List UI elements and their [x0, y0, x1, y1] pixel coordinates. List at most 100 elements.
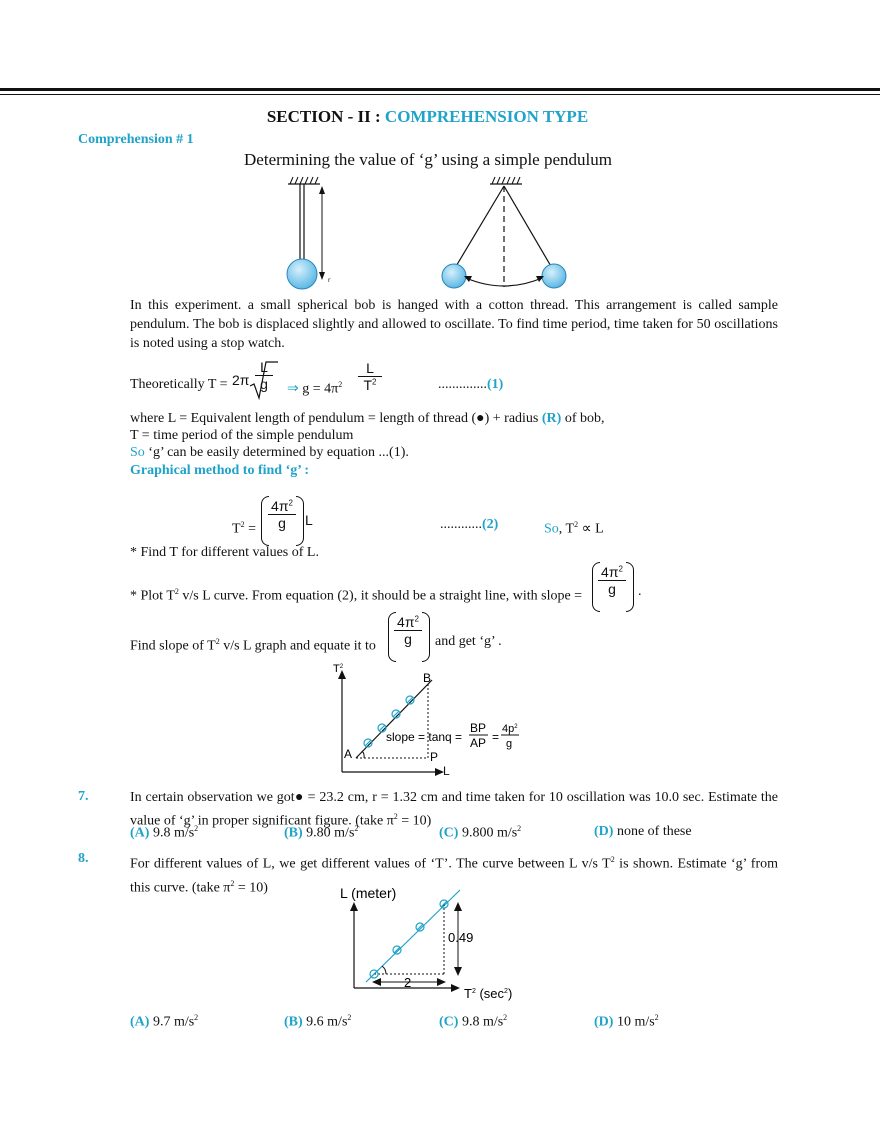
q7-text: In certain observation we got● = 23.2 cm… [130, 788, 778, 831]
where-a: where L = Equivalent length of pendulum … [130, 411, 477, 426]
eq1-pi-sq: 2 [338, 380, 343, 389]
eq2-T-sq: 2 [240, 520, 245, 529]
eq1-prefix: Theoretically T = [130, 377, 228, 392]
eq2-paren-right [296, 496, 304, 546]
g1-point-P: P [430, 750, 438, 764]
bullet-find-T: * Find T for different values of L. [130, 545, 319, 560]
g2-y-label: L (meter) [340, 885, 396, 901]
eq1-frac-L-over-T2: L T2 [358, 360, 382, 393]
top-rule-thick [0, 88, 880, 91]
right-bob-right [541, 263, 567, 289]
section-prefix: SECTION - II : [266, 107, 385, 126]
eq1-frac-den: g [255, 375, 273, 392]
q8-option-c[interactable]: (C) 9.8 m/s2 [439, 1013, 507, 1031]
slope-num-sq: 2 [618, 564, 623, 574]
q8-opt-d-val: 10 m/s [616, 1014, 655, 1030]
find-slope-sq: 2 [215, 637, 220, 646]
eq2-T: T [232, 521, 241, 537]
q7-option-c[interactable]: (C) 9.800 m/s2 [439, 824, 521, 842]
equate-paren-right [422, 612, 430, 662]
eq2-eq: = [244, 521, 256, 537]
equate-num-sq: 2 [414, 614, 419, 624]
left-bob [286, 258, 318, 290]
g1-AP: AP [470, 736, 486, 750]
q7-pi-sq: 2 [393, 812, 398, 821]
g2-run: 2 [404, 975, 411, 990]
eq2-dots: ............ [440, 517, 482, 532]
g1-slope-text: slope = tanq = [386, 730, 462, 744]
slope-paren-right [626, 562, 634, 612]
g1-BP: BP [470, 721, 486, 735]
g1-x-axis-label: L [443, 764, 450, 778]
g1-y-label: T2 [333, 663, 344, 675]
so-line: So ‘g’ can be easily determined by equat… [130, 444, 409, 462]
eq1-label: (1) [487, 377, 504, 392]
bullet2-a: * Plot T [130, 588, 175, 604]
T-line: T = time period of the simple pendulum [130, 428, 354, 443]
eq2-num: 4π [271, 498, 289, 514]
eq1-frac2-den-base: T [363, 377, 373, 393]
so-word: So [130, 445, 145, 460]
right-bob-left [441, 263, 467, 289]
pendulum-figure: r [286, 176, 567, 290]
q7-opt-b-sup: 2 [354, 824, 359, 833]
sqrt-sign [249, 361, 278, 401]
eq2-frac: 4π2 g [268, 498, 296, 531]
g2-x-label: T2 (sec2) [464, 986, 512, 1001]
eq2-prop-sq: 2 [574, 520, 579, 529]
q8-text: For different values of L, we get differ… [130, 850, 778, 897]
equate-den: g [394, 630, 422, 647]
q7-option-a[interactable]: (A) 9.8 m/s2 [130, 824, 198, 842]
g1-points [363, 695, 415, 748]
top-rule-thin [0, 94, 880, 95]
q8-opt-a-sup: 2 [194, 1013, 199, 1022]
q8-opt-c-key: (C) [439, 1014, 459, 1030]
bullet-plot: * Plot T2 v/s L curve. From equation (2)… [130, 583, 582, 606]
eq2-prop-rest: ∝ L [578, 521, 604, 537]
eq2-num-sq: 2 [288, 498, 293, 508]
q8-option-b[interactable]: (B) 9.6 m/s2 [284, 1013, 351, 1031]
q7-option-b[interactable]: (B) 9.80 m/s2 [284, 824, 358, 842]
eq1-frac-L-over-g: L g [255, 359, 273, 392]
slope-num: 4π [601, 564, 619, 580]
where-b: ) + radius [484, 411, 542, 426]
eq2-number: ............(2) [440, 516, 498, 534]
q7-option-d[interactable]: (D) none of these [594, 824, 692, 840]
g1-num2: 4p2 [502, 723, 518, 735]
find-slope-c: and get ‘g’ . [435, 634, 502, 649]
bullet2-sq: 2 [174, 587, 179, 596]
eq1-frac2-den-sq: 2 [372, 377, 377, 387]
g1-point-A: A [344, 747, 352, 761]
q8-number: 8. [78, 851, 89, 866]
comprehension-label: Comprehension # 1 [78, 132, 194, 147]
q8-opt-a-key: (A) [130, 1014, 150, 1030]
so-rest: ‘g’ can be easily determined by equation… [144, 445, 409, 460]
eq1-number: ..............(1) [438, 376, 503, 394]
thread-symbol: ● [476, 411, 485, 426]
bullet2-b: v/s L curve. From equation (2), it shoul… [178, 588, 583, 604]
q8-text-c: = 10) [234, 880, 268, 896]
eq1-frac2-num: L [366, 360, 374, 376]
intro-paragraph: In this experiment. a small spherical bo… [130, 298, 778, 351]
eq1-rhs: ⇒ g = 4π2 [287, 376, 342, 399]
q8-opt-b-val: 9.6 m/s [306, 1014, 348, 1030]
q7-opt-d-val: none of these [616, 824, 692, 839]
where-c: of bob, [561, 411, 605, 426]
q7-opt-b-val: 9.80 m/s [306, 825, 355, 841]
q7-opt-a-val: 9.8 m/s [152, 825, 195, 841]
g2-points [369, 899, 449, 979]
q8-pi-sq: 2 [230, 878, 235, 888]
q8-text-b: is shown. Estimate ‘g’ from this curve. … [130, 856, 779, 896]
g1-point-B: B [423, 671, 431, 685]
section-title-text: COMPREHENSION TYPE [384, 107, 589, 126]
find-slope-b: v/s L graph and equate it to [219, 638, 376, 654]
q8-option-d[interactable]: (D) 10 m/s2 [594, 1013, 659, 1031]
q7-text-b: = 23.2 cm, r = 1.32 cm and time taken fo… [130, 790, 779, 829]
find-slope-line: Find slope of T2 v/s L graph and equate … [130, 633, 376, 656]
eq1-frac-num: L [260, 359, 268, 375]
slope-den: g [598, 580, 626, 597]
implies-arrow: ⇒ [287, 381, 299, 397]
q8-option-a[interactable]: (A) 9.7 m/s2 [130, 1013, 198, 1031]
q8-text-a: For different values of L, we get differ… [130, 856, 611, 872]
eq1-two-pi: 2π [232, 372, 250, 388]
